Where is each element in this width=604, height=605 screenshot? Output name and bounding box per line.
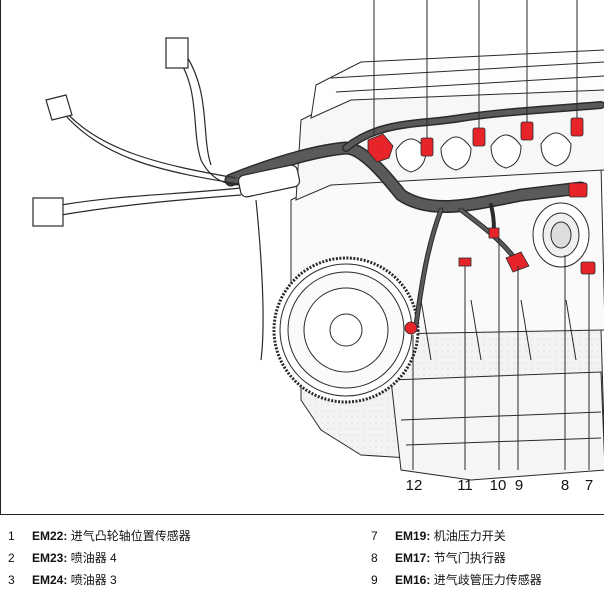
legend-item: 7 EM19: 机油压力开关 (363, 525, 542, 547)
connector-main (568, 182, 588, 198)
legend-item: 1 EM22: 进气凸轮轴位置传感器 (0, 525, 191, 547)
connector-sensor-12 (404, 321, 418, 335)
connector-small-11 (458, 257, 472, 267)
legend-column-right: 7 EM19: 机油压力开关 8 EM17: 节气门执行器 9 EM16: 进气歧管压… (363, 525, 542, 591)
callout-10: 10 (490, 477, 507, 494)
connector-injector-1 (570, 117, 584, 137)
callout-7: 7 (585, 477, 593, 494)
legend-description: 进气凸轮轴位置传感器 (70, 529, 191, 543)
connector-small-10 (488, 227, 500, 239)
legend-item: 9 EM16: 进气歧管压力传感器 (363, 569, 542, 591)
legend-number: 2 (8, 551, 15, 565)
legend-description: 喷油器 4 (70, 551, 117, 565)
legend-number: 8 (371, 551, 378, 565)
legend-code: EM19: (395, 529, 431, 543)
legend-description: 机油压力开关 (433, 529, 506, 543)
connector-injector-2 (520, 121, 534, 141)
flywheel (272, 256, 420, 404)
callout-8: 8 (561, 477, 569, 494)
callout-12: 12 (406, 477, 423, 494)
legend-code: EM23: (32, 551, 68, 565)
legend-code: EM24: (32, 573, 68, 587)
connector-cam-sensor (367, 133, 394, 163)
connector-map-sensor (505, 251, 530, 273)
legend-description: 节气门执行器 (433, 551, 506, 565)
component-legend: 1 EM22: 进气凸轮轴位置传感器 2 EM23: 喷油器 4 3 EM24: 喷油… (0, 515, 604, 605)
legend-code: EM16: (395, 573, 431, 587)
callout-11: 11 (457, 477, 473, 494)
legend-item: 3 EM24: 喷油器 3 (0, 569, 191, 591)
legend-number: 7 (371, 529, 378, 543)
callout-9: 9 (515, 477, 523, 494)
legend-item: 8 EM17: 节气门执行器 (363, 547, 542, 569)
legend-number: 1 (8, 529, 15, 543)
loose-harness (32, 37, 301, 361)
legend-description: 喷油器 3 (70, 573, 117, 587)
connector-injector-4 (420, 137, 434, 157)
legend-description: 进气歧管压力传感器 (433, 573, 542, 587)
throttle-body (532, 202, 590, 268)
legend-number: 9 (371, 573, 378, 587)
callout-leaders (373, 0, 590, 470)
legend-number: 3 (8, 573, 15, 587)
legend-code: EM22: (32, 529, 68, 543)
connector-injector-3 (472, 127, 486, 147)
legend-item: 2 EM23: 喷油器 4 (0, 547, 191, 569)
legend-code: EM17: (395, 551, 431, 565)
connector-throttle (580, 261, 596, 275)
engine-diagram-frame: 12 11 10 9 8 7 (0, 0, 604, 515)
legend-column-left: 1 EM22: 进气凸轮轴位置传感器 2 EM23: 喷油器 4 3 EM24: 喷油… (0, 525, 191, 591)
wiring-harness (224, 101, 604, 328)
engine-wiring-diagram: 12 11 10 9 8 7 (32, 0, 604, 494)
